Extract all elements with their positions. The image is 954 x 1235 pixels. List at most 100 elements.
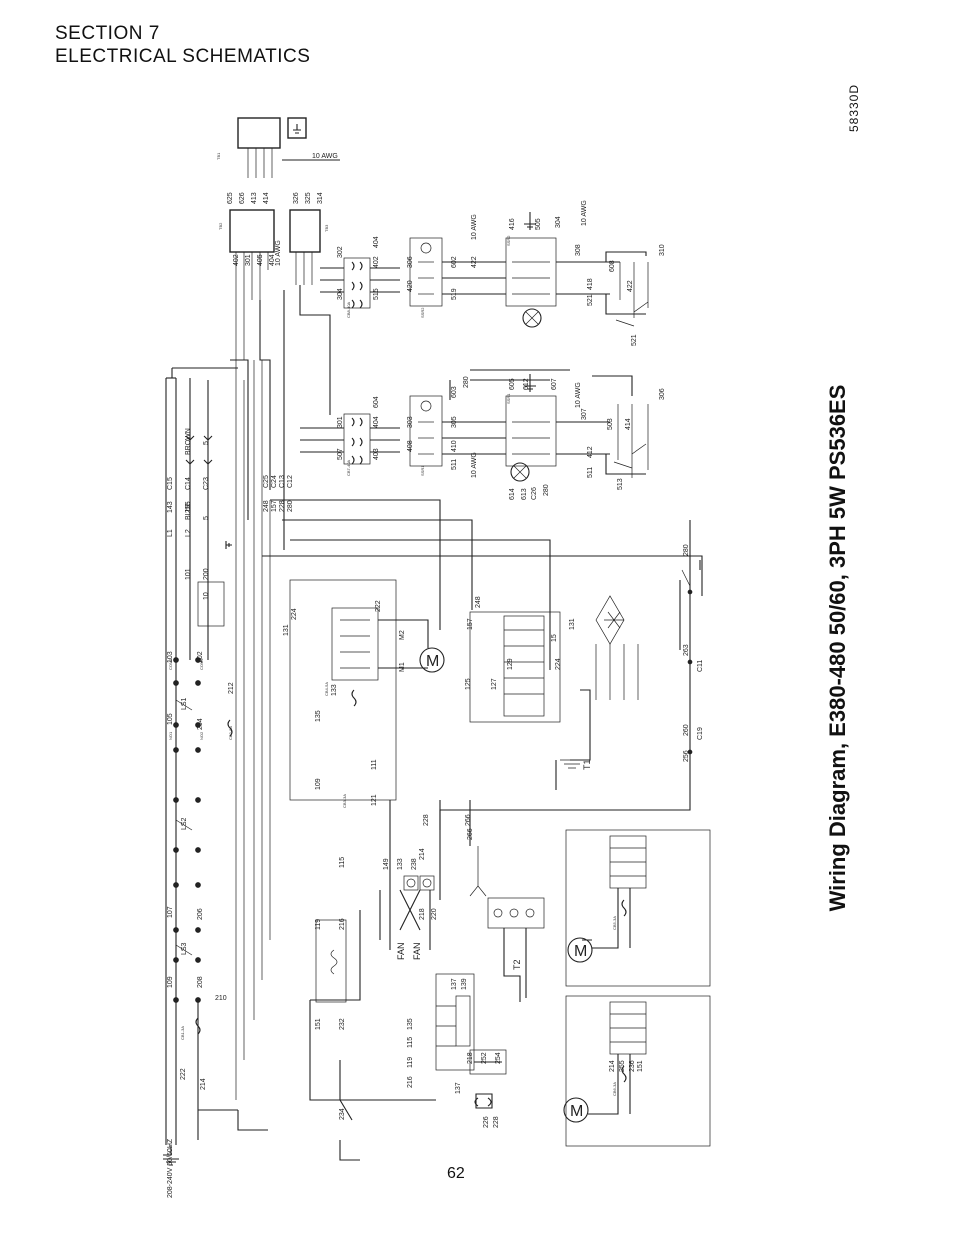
svg-text:280: 280: [543, 484, 550, 496]
svg-text:210: 210: [215, 995, 227, 1002]
svg-text:C26: C26: [531, 487, 538, 500]
mid-row-labels: 248 157 228 280 C25 C24 C13 C12: [263, 475, 294, 512]
svg-text:COM2: COM2: [199, 658, 204, 670]
section-number: SECTION 7: [55, 23, 160, 44]
svg-text:125: 125: [465, 678, 472, 690]
svg-text:405: 405: [257, 254, 264, 266]
svg-text:608: 608: [609, 260, 616, 272]
svg-text:TB2: TB2: [218, 222, 223, 230]
svg-text:157: 157: [271, 500, 278, 512]
svg-text:C24: C24: [271, 475, 278, 488]
svg-text:C14: C14: [185, 477, 192, 490]
svg-text:513: 513: [617, 478, 624, 490]
svg-text:408: 408: [407, 440, 414, 452]
contactor-ssr1-label: SSR1: [420, 465, 425, 476]
thermostat-t1: T1: [582, 759, 592, 770]
breaker-cb4: CB4-5A: [324, 682, 329, 696]
svg-text:326: 326: [293, 192, 300, 204]
svg-text:521: 521: [587, 294, 594, 306]
awg-top: 10 AWG: [312, 153, 338, 160]
svg-text:626: 626: [239, 192, 246, 204]
fan-terminal-area: 149 133 238 214 218 220 115 111 121 109 …: [315, 759, 545, 1002]
svg-text:121: 121: [371, 794, 378, 806]
svg-text:5: 5: [203, 516, 210, 520]
svg-text:137: 137: [451, 978, 458, 990]
svg-text:307: 307: [581, 408, 588, 420]
svg-text:422: 422: [627, 280, 634, 292]
svg-text:129: 129: [507, 658, 514, 670]
svg-text:266: 266: [465, 814, 472, 826]
svg-text:101: 101: [185, 568, 192, 580]
svg-text:202: 202: [197, 651, 204, 663]
relay-timer-box: 137 139 135 115 119 216 218 252 254 137 …: [407, 973, 507, 1128]
svg-text:222: 222: [375, 600, 382, 612]
section-subtitle: ELECTRICAL SCHEMATICS: [55, 46, 311, 67]
svg-text:107: 107: [167, 906, 174, 918]
supply-l1: L1: [167, 529, 174, 537]
svg-text:216: 216: [339, 918, 346, 930]
svg-text:238: 238: [411, 858, 418, 870]
svg-text:C19: C19: [697, 727, 704, 740]
svg-text:603: 603: [451, 386, 458, 398]
motor-m1-m2: M M1 M2 131 133 135 224 222 CB4-5A CB2-8…: [227, 579, 445, 801]
svg-text:105: 105: [167, 713, 174, 725]
breaker-cb6: CB6-3A: [612, 1082, 617, 1096]
svg-text:507: 507: [337, 448, 344, 460]
svg-text:224: 224: [555, 658, 562, 670]
svg-text:C15: C15: [167, 477, 174, 490]
svg-text:109: 109: [167, 976, 174, 988]
svg-text:15: 15: [551, 634, 558, 642]
supply-brown: BROWN: [185, 428, 192, 455]
svg-text:228: 228: [493, 1116, 500, 1128]
svg-text:10: 10: [203, 592, 210, 600]
svg-text:306: 306: [407, 256, 414, 268]
svg-text:505: 505: [535, 218, 542, 230]
svg-text:10 AWG: 10 AWG: [581, 200, 588, 226]
thermocouple-junctions: 266: [439, 800, 487, 900]
svg-text:511: 511: [451, 459, 458, 470]
svg-text:236: 236: [629, 1060, 636, 1072]
svg-text:302: 302: [337, 246, 344, 258]
svg-text:280: 280: [287, 500, 294, 512]
svg-text:5: 5: [203, 441, 210, 445]
svg-text:127: 127: [491, 678, 498, 690]
svg-text:314: 314: [317, 192, 324, 204]
svg-text:255: 255: [185, 501, 192, 513]
svg-text:151: 151: [637, 1060, 644, 1072]
svg-text:139: 139: [461, 978, 468, 990]
svg-text:133: 133: [331, 684, 338, 696]
svg-text:412: 412: [587, 446, 594, 458]
svg-text:SSR2: SSR2: [506, 235, 511, 246]
svg-text:303: 303: [407, 416, 414, 428]
left-wire-numbers: 103 105 107 109 202 204 206 208 210 212 …: [167, 651, 235, 1090]
svg-text:280: 280: [463, 376, 470, 388]
breaker-cb5: CB5-3A: [612, 916, 617, 930]
svg-text:216: 216: [407, 1076, 414, 1088]
svg-text:10 AWG: 10 AWG: [471, 452, 478, 478]
svg-text:403: 403: [373, 448, 380, 460]
bus-wires: [230, 285, 703, 1100]
svg-text:226: 226: [483, 1116, 490, 1128]
svg-text:151: 151: [315, 1018, 322, 1030]
svg-text:306: 306: [659, 388, 666, 400]
svg-text:119: 119: [315, 919, 322, 930]
svg-text:208: 208: [197, 976, 204, 988]
svg-text:613: 613: [521, 488, 528, 500]
blower-motor-lower: M CB6-3A 214 255 236 151: [563, 995, 711, 1147]
svg-text:143: 143: [167, 501, 174, 513]
svg-text:625: 625: [227, 192, 234, 204]
svg-text:220: 220: [431, 908, 438, 920]
svg-text:204: 204: [197, 718, 204, 730]
switch-ls1: LS1: [181, 697, 188, 710]
lower-heater-circuit: 301 507 403 404 604 CB7-40A 303 408 305 …: [300, 374, 666, 500]
svg-text:200: 200: [203, 568, 210, 580]
svg-text:C11: C11: [697, 660, 704, 672]
bottom-left-wiring: 151 232 234 119 216 CB1-3A: [180, 910, 436, 1161]
svg-text:214: 214: [419, 848, 426, 860]
svg-text:402: 402: [373, 256, 380, 268]
svg-text:248: 248: [475, 596, 482, 608]
limit-switch-column: LS1 LS2 LS3 COM1 NO1 COM2 NO2: [168, 657, 204, 1003]
thermostat-t1-block: 125 127 129 157 131 248 224 15 T1: [465, 595, 639, 790]
svg-text:605: 605: [509, 378, 516, 390]
page-number: 62: [447, 1165, 465, 1182]
